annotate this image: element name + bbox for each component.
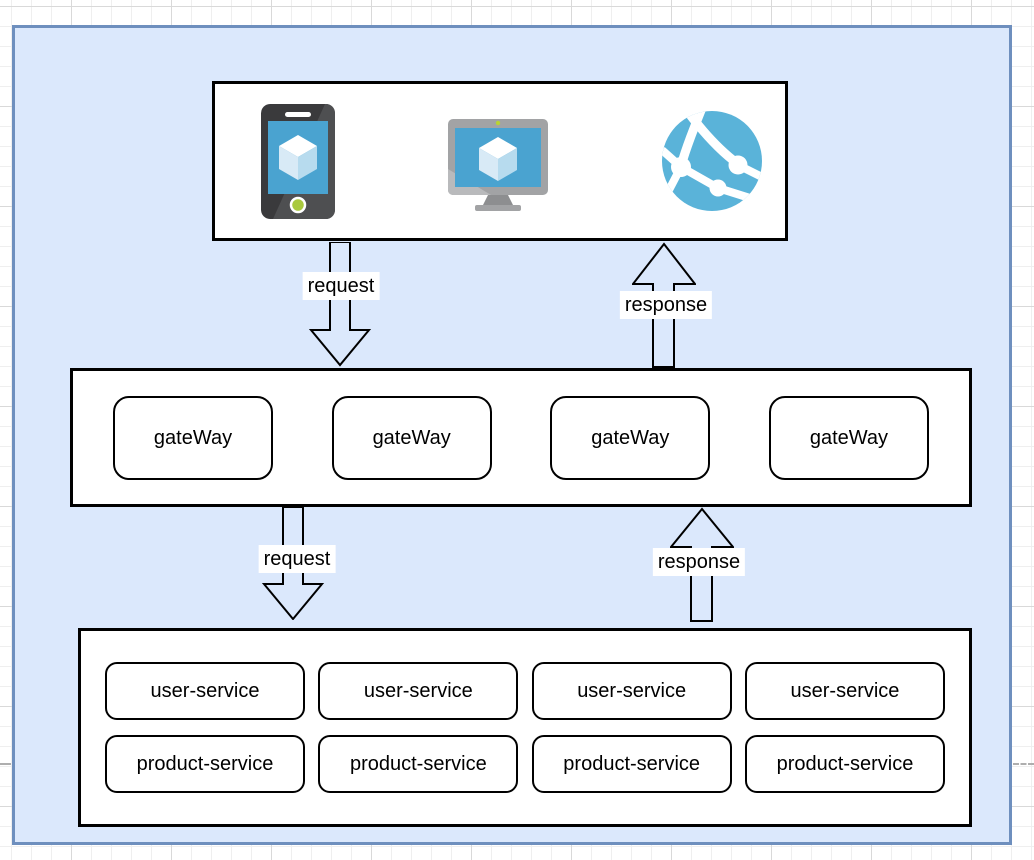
product-service-label: product-service (349, 753, 487, 775)
product-service-node[interactable]: product-service (744, 735, 945, 793)
page-boundary-dash-left (0, 763, 11, 765)
web-app-globe-icon[interactable] (661, 110, 763, 212)
user-service-label: user-service (150, 680, 260, 702)
monitor-camera-dot (495, 120, 501, 126)
services-box[interactable]: user-service user-service user-service u… (78, 628, 972, 827)
user-service-label: user-service (363, 680, 473, 702)
user-service-node[interactable]: user-service (744, 662, 945, 720)
clients-box[interactable] (212, 81, 788, 241)
gateway-node[interactable]: gateWay (113, 395, 273, 480)
user-service-label: user-service (577, 680, 687, 702)
request-label: request (302, 272, 380, 300)
desktop-vm-icon[interactable] (447, 111, 549, 211)
page-boundary-dash-right (1013, 763, 1034, 765)
response-label: response (652, 548, 746, 576)
phone-speaker (285, 111, 311, 117)
gateway-label: gateWay (809, 426, 889, 449)
product-service-node[interactable]: product-service (105, 735, 305, 793)
gateway-node[interactable]: gateWay (550, 395, 711, 480)
product-service-label: product-service (776, 753, 914, 775)
user-service-node[interactable]: user-service (318, 662, 519, 720)
user-service-node[interactable]: user-service (105, 662, 305, 720)
product-service-node[interactable]: product-service (318, 735, 519, 793)
monitor-base (475, 205, 521, 211)
gateway-node[interactable]: gateWay (768, 395, 929, 480)
gateway-label: gateWay (591, 426, 670, 449)
request-arrow-clients-to-gateway[interactable] (306, 242, 374, 368)
globe-bottom-node (709, 179, 727, 197)
product-service-node[interactable]: product-service (531, 735, 732, 793)
user-service-label: user-service (790, 680, 900, 702)
request-label: request (258, 545, 336, 573)
gateway-label: gateWay (372, 426, 451, 449)
response-label: response (619, 291, 713, 319)
monitor-stand (483, 195, 513, 205)
phone-home-button (289, 196, 307, 213)
product-service-label: product-service (136, 753, 274, 775)
globe-hub-node (671, 157, 691, 177)
product-service-label: product-service (563, 753, 701, 775)
product-service-row: product-service product-service product-… (105, 735, 945, 793)
gateway-label: gateWay (153, 426, 233, 449)
user-service-node[interactable]: user-service (531, 662, 732, 720)
user-service-row: user-service user-service user-service u… (105, 662, 945, 720)
gateway-node[interactable]: gateWay (331, 395, 492, 480)
mobile-app-icon[interactable] (261, 103, 335, 219)
globe-right-node (728, 155, 748, 175)
gateway-box[interactable]: gateWay gateWay gateWay gateWay (70, 368, 972, 507)
